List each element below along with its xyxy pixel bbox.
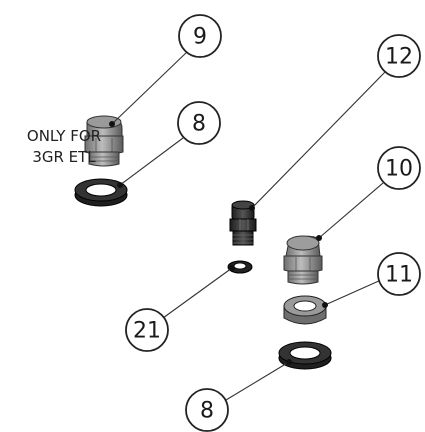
callout-10-label: 10	[385, 157, 413, 182]
leader-12	[251, 70, 387, 209]
leader-dot-12	[249, 205, 255, 211]
callout-12-label: 12	[385, 45, 413, 70]
callout-12: 12	[377, 34, 421, 78]
part-12-small-gland	[229, 200, 257, 246]
callout-10: 10	[377, 146, 421, 190]
part-10-large-gland	[283, 235, 323, 285]
leader-dot-8-bottom	[286, 359, 292, 365]
callout-21-label: 21	[133, 319, 161, 344]
leader-dot-9	[109, 121, 115, 127]
leader-dot-11	[322, 302, 328, 308]
callout-11: 11	[377, 252, 421, 296]
leader-8-bottom	[225, 361, 290, 401]
callout-11-label: 11	[385, 263, 413, 288]
leader-9	[111, 50, 189, 125]
leader-lines	[109, 50, 387, 401]
part-8-lock-nut-bottom	[278, 341, 332, 370]
callout-8-top-label: 8	[192, 112, 206, 137]
note-line-1: ONLY FOR	[27, 127, 101, 145]
leader-21	[162, 267, 233, 319]
leader-dot-10	[316, 235, 322, 241]
callout-9-label: 9	[193, 25, 207, 50]
callout-8-bottom-label: 8	[200, 399, 214, 424]
callout-8-top: 8	[177, 101, 221, 145]
leader-dot-21	[229, 265, 235, 271]
note-only-for-3gr-etl: ONLY FOR 3GR ETL	[27, 127, 101, 166]
callout-9: 9	[178, 14, 222, 58]
note-line-2: 3GR ETL	[32, 148, 96, 166]
callout-21: 21	[125, 308, 169, 352]
part-11-nut	[283, 295, 327, 325]
leader-10	[318, 182, 384, 239]
leader-dot-8-top	[117, 182, 123, 188]
part-8-lock-nut-top	[74, 178, 128, 207]
leader-8-top	[119, 137, 184, 186]
callout-8-bottom: 8	[185, 388, 229, 432]
leader-11	[324, 279, 382, 306]
